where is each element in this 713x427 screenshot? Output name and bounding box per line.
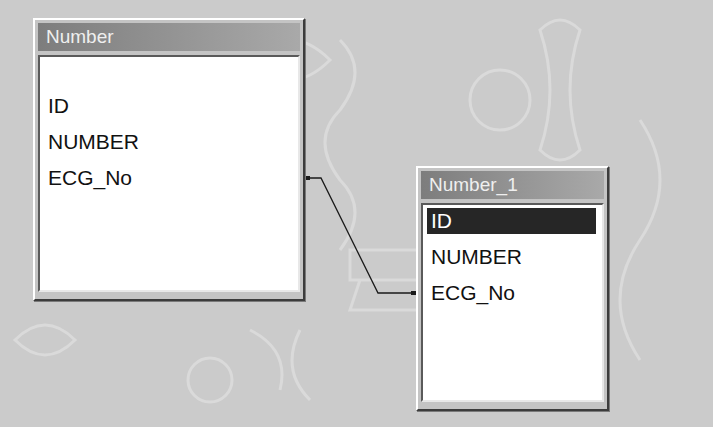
- title-bar: Number: [38, 23, 300, 51]
- connector-path: [305, 178, 416, 293]
- table-name: Number_1: [429, 174, 518, 195]
- table-box: NumberID NUMBER ECG_No: [33, 18, 305, 301]
- field-name: NUMBER: [44, 129, 292, 155]
- field-name: NUMBER: [427, 244, 596, 270]
- field-name: ID: [44, 93, 292, 119]
- watermark-art: [15, 20, 660, 402]
- field-name: ID: [427, 208, 596, 234]
- table-box: Number_1ID NUMBER ECG_No: [416, 166, 609, 411]
- table-name: Number: [46, 26, 114, 47]
- field-name: ECG_No: [427, 280, 596, 306]
- field-name: ECG_No: [44, 165, 292, 191]
- title-bar: Number_1: [421, 171, 604, 199]
- relationship-line: [305, 178, 416, 293]
- field-list: ID NUMBER ECG_No: [421, 203, 604, 402]
- connector-stub: [305, 178, 416, 293]
- field-list: ID NUMBER ECG_No: [38, 55, 300, 292]
